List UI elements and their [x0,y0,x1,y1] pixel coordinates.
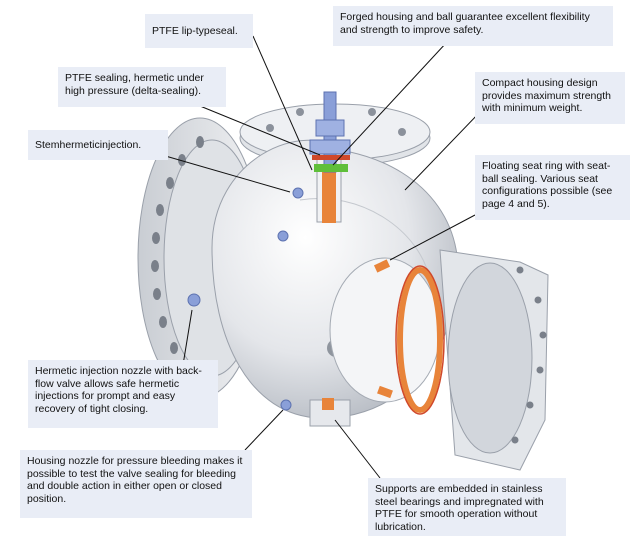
stem-assembly [309,91,351,223]
callout-housing-nozzle: Housing nozzle for pressure bleeding mak… [20,450,252,518]
ball-bore [329,257,445,415]
callout-compact-housing-text: Compact housing design provides maximum … [482,77,611,114]
flange-bolt-holes [151,136,204,354]
callout-supports: Supports are embedded in stainless steel… [368,478,566,536]
leader-lines [161,35,481,479]
callout-injection-nozzle-text: Hermetic injection nozzle with back-flow… [35,365,202,415]
callout-forged-housing-text: Forged housing and ball guarantee excell… [340,11,590,36]
callout-compact-housing: Compact housing design provides maximum … [475,72,625,124]
callout-ptfe-lip-seal: PTFE lip-typeseal. [145,14,253,48]
outlet-flange [439,249,549,471]
bottom-trunnion [309,398,351,427]
callout-ptfe-sealing-text: PTFE sealing, hermetic under high pressu… [65,72,204,97]
callout-ptfe-lip-seal-text: PTFE lip-typeseal. [152,25,238,37]
callout-floating-seat: Floating seat ring with seat-ball sealin… [475,155,630,220]
callout-stem-injection-text: Stemhermeticinjection. [35,139,142,151]
callout-forged-housing: Forged housing and ball guarantee excell… [333,6,613,46]
callout-stem-injection: Stemhermeticinjection. [28,130,168,160]
callout-injection-nozzle: Hermetic injection nozzle with back-flow… [28,360,218,428]
injection-fittings [187,187,304,411]
callout-ptfe-sealing: PTFE sealing, hermetic under high pressu… [58,67,226,107]
callout-supports-text: Supports are embedded in stainless steel… [375,483,544,533]
callout-housing-nozzle-text: Housing nozzle for pressure bleeding mak… [27,455,243,505]
seat-ring [373,259,393,399]
callout-floating-seat-text: Floating seat ring with seat-ball sealin… [482,160,613,210]
